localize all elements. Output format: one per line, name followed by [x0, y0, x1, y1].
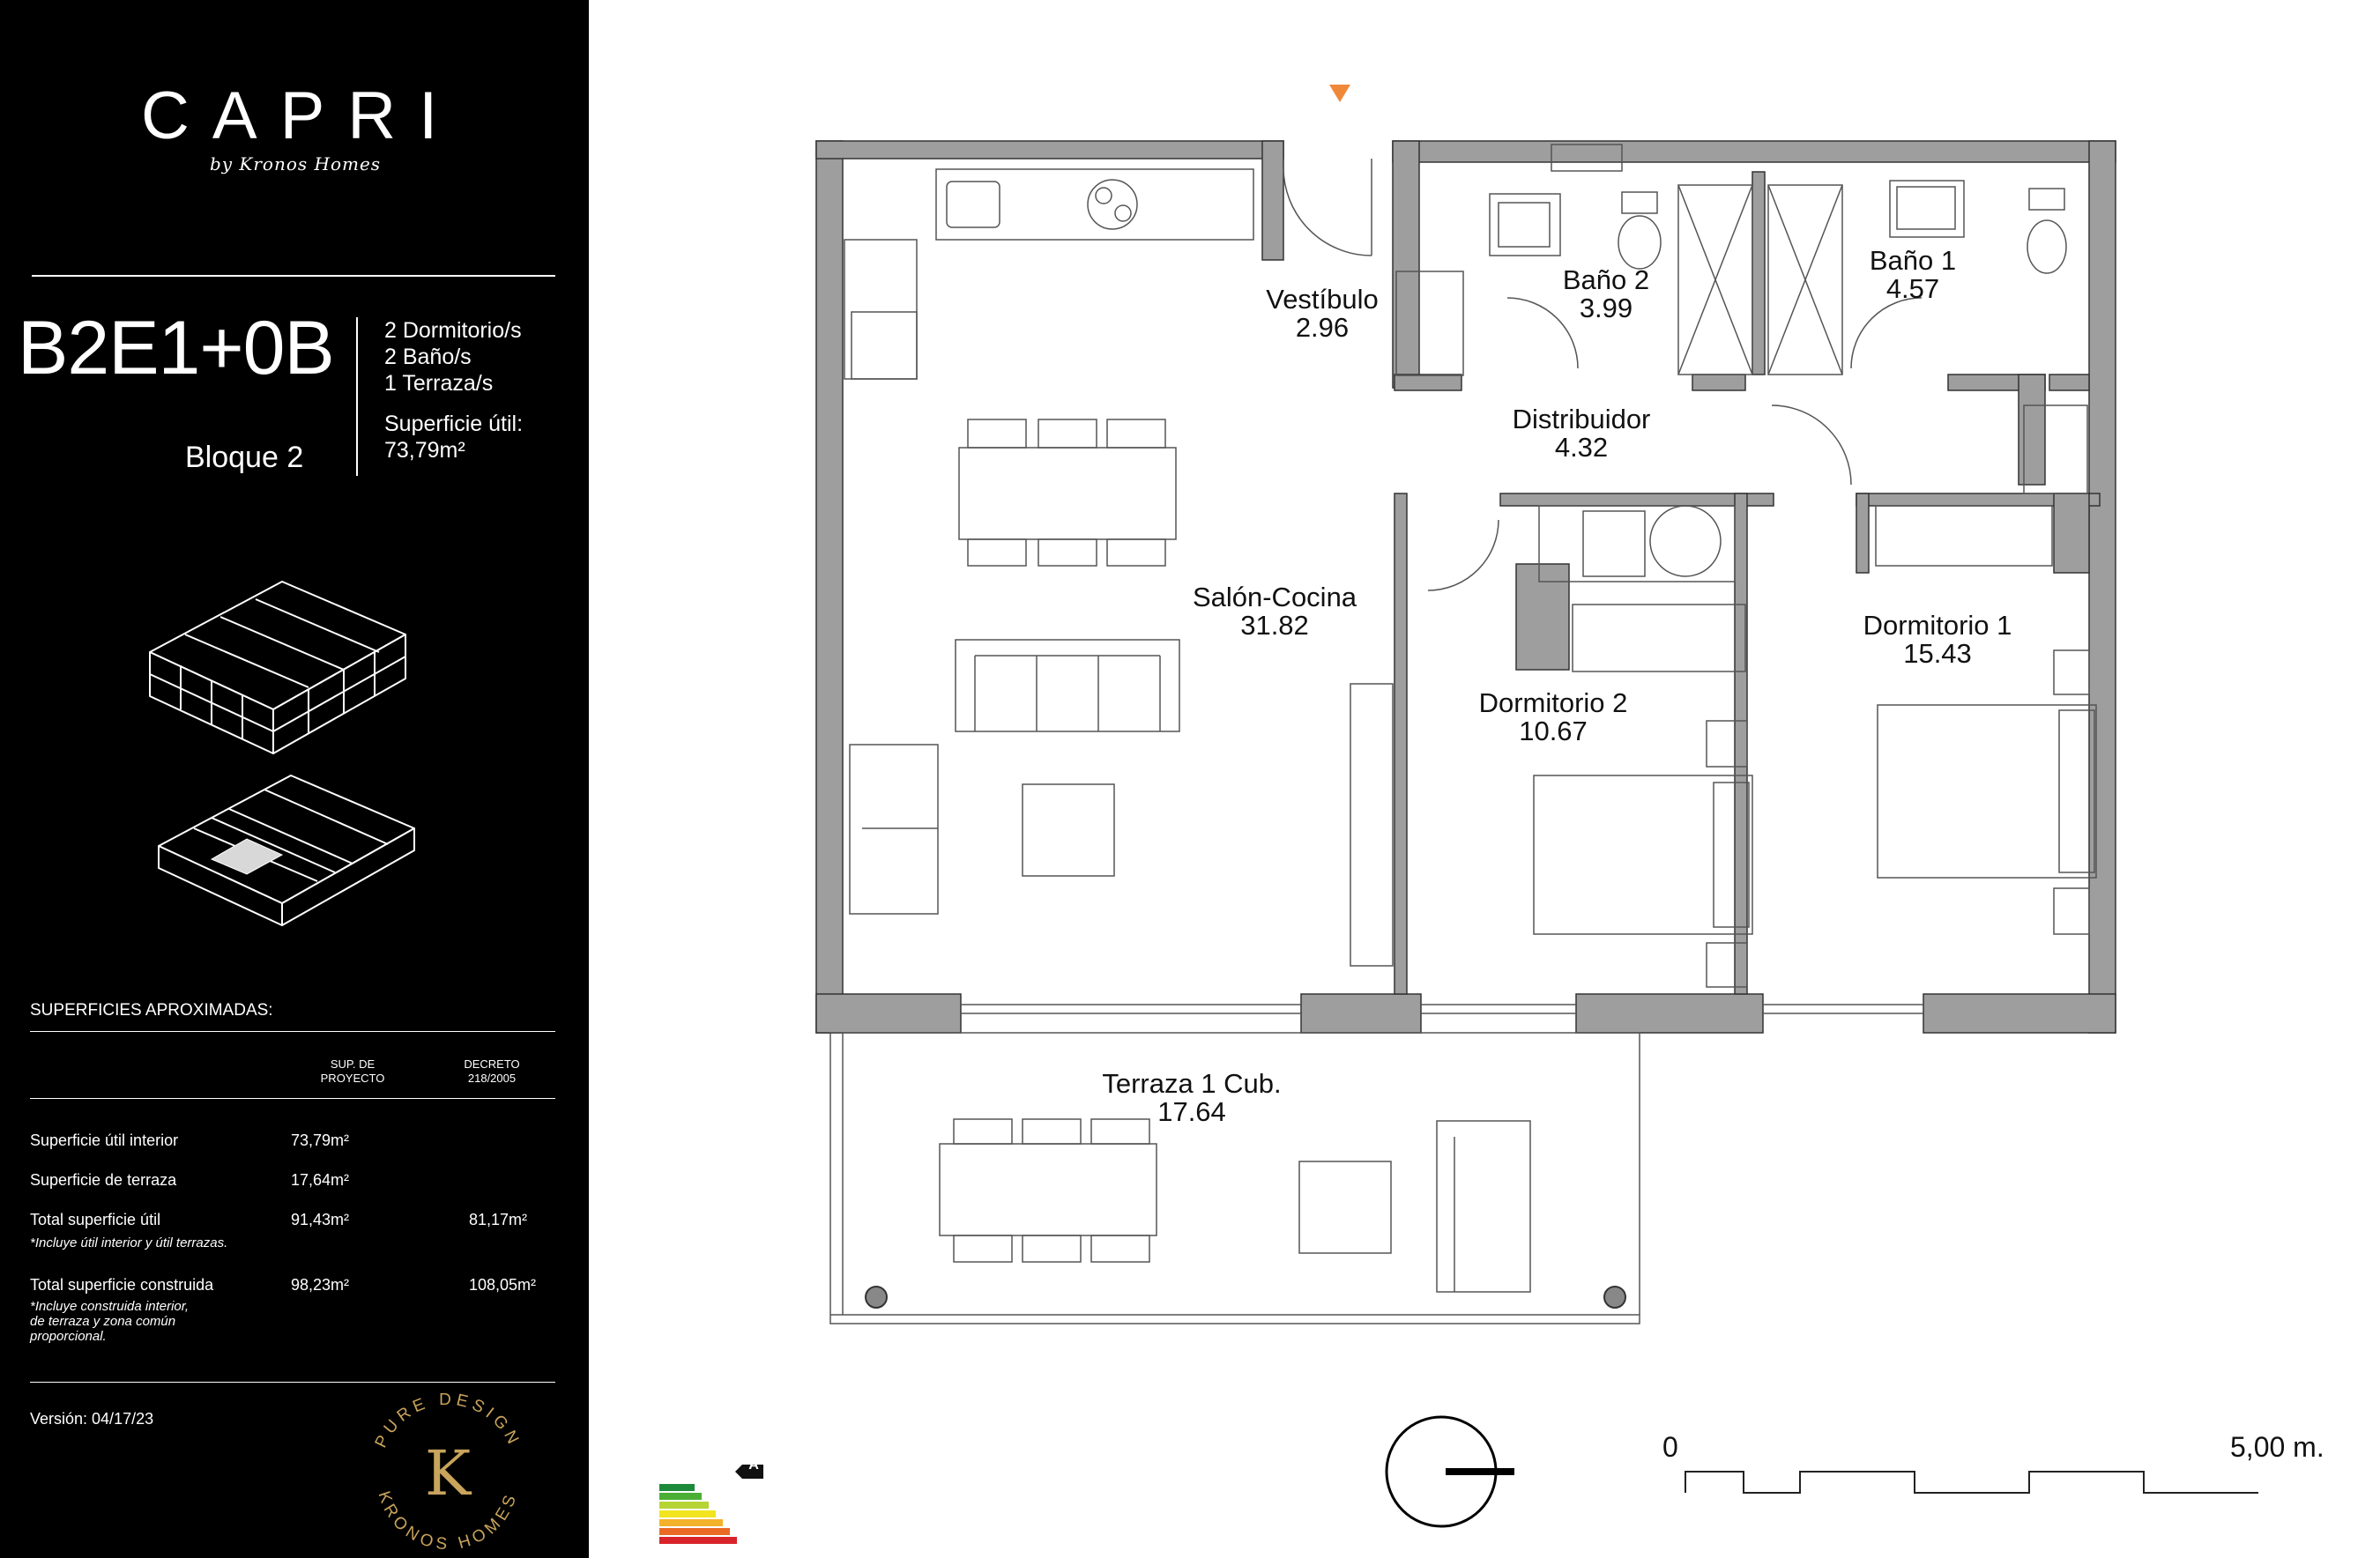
room-area: 4.32	[1554, 432, 1609, 463]
room-vestibulo: Vestíbulo 2.96	[1266, 286, 1379, 342]
room-area: 31.82	[1240, 610, 1309, 641]
row-decreto: 108,05m²	[469, 1276, 537, 1294]
superficie-label: Superficie útil:	[384, 412, 524, 436]
room-dormitorio-2: Dormitorio 2 10.67	[1479, 689, 1628, 746]
unit-divider	[356, 317, 358, 476]
room-name: Distribuidor	[1512, 404, 1651, 434]
row-label: Superficie de terraza	[30, 1171, 177, 1189]
energy-rating-chart	[659, 1465, 763, 1544]
room-area: 2.96	[1295, 312, 1350, 343]
room-name: Baño 2	[1562, 264, 1650, 295]
entrance-marker	[1329, 85, 1350, 102]
room-name: Dormitorio 1	[1863, 610, 2012, 641]
divider-bottom	[30, 1382, 555, 1383]
unit-highlight	[210, 838, 284, 875]
bloque-label: Bloque 2	[185, 441, 304, 474]
row-proyecto: 98,23m²	[291, 1276, 350, 1294]
row-label: Total superficie útil	[30, 1211, 161, 1228]
row-label: Total superficie construida	[30, 1276, 214, 1294]
floor-plan: A 0 5,00 m. Vestíbulo 2.96 Baño 2 3.99 B…	[589, 0, 2380, 1558]
room-bano-1: Baño 1 4.57	[1870, 247, 1956, 303]
room-bano-2: Baño 2 3.99	[1563, 266, 1649, 323]
row-proyecto: 17,64m²	[291, 1171, 350, 1189]
capri-logo: CAPRI by Kronos Homes	[141, 81, 450, 187]
divider-surfaces	[30, 1031, 555, 1032]
brand-byline: by Kronos Homes	[209, 153, 382, 174]
row-decreto: 81,17m²	[469, 1211, 528, 1228]
feature-dormitorios: 2 Dormitorio/s	[384, 318, 522, 343]
brand-name: CAPRI	[141, 78, 461, 153]
info-sidebar: CAPRI by Kronos Homes B2E1+0B Bloque 2 2…	[0, 0, 589, 1558]
divider-top	[32, 275, 555, 277]
unit-code: B2E1+0B	[18, 306, 335, 390]
room-dormitorio-1: Dormitorio 1 15.43	[1863, 612, 2012, 668]
room-area: 17.64	[1157, 1096, 1226, 1127]
row-label: Superficie útil interior	[30, 1131, 179, 1149]
scale-start-label: 0	[1662, 1431, 1678, 1463]
row-proyecto: 91,43m²	[291, 1211, 350, 1228]
superficie-value: 73,79m²	[384, 438, 465, 463]
row-proyecto: 73,79m²	[291, 1131, 350, 1149]
scale-bar	[1685, 1471, 2258, 1494]
scale-end-label: 5,00 m.	[2230, 1431, 2324, 1463]
unit-features: 2 Dormitorio/s 2 Baño/s 1 Terraza/s Supe…	[384, 317, 523, 464]
room-area: 4.57	[1885, 273, 1940, 304]
divider-header	[30, 1098, 555, 1099]
room-area: 10.67	[1519, 716, 1588, 746]
room-name: Dormitorio 2	[1478, 687, 1628, 718]
kronos-seal-logo: PURE DESIGN KRONOS HOMES K	[372, 1391, 520, 1554]
room-name: Vestíbulo	[1266, 284, 1379, 315]
surfaces-title: SUPERFICIES APROXIMADAS:	[30, 1001, 273, 1020]
feature-banos: 2 Baño/s	[384, 345, 472, 369]
col-header-decreto: DECRETO 218/2005	[464, 1057, 520, 1085]
room-terraza: Terraza 1 Cub. 17.64	[1102, 1070, 1281, 1126]
room-area: 3.99	[1579, 293, 1633, 323]
col-header-proyecto: SUP. DE PROYECTO	[320, 1057, 385, 1085]
row-note: *Incluye construida interior, de terraza…	[30, 1299, 190, 1344]
floor-plan-drawing	[659, 85, 2258, 1544]
version-label: Versión: 04/17/23	[30, 1410, 154, 1428]
room-name: Baño 1	[1869, 245, 1957, 276]
svg-text:K: K	[425, 1437, 472, 1510]
room-distribuidor: Distribuidor 4.32	[1513, 405, 1651, 462]
energy-rating-letter: A	[748, 1458, 759, 1473]
isometric-block-diagram	[149, 581, 415, 926]
row-note: *Incluye útil interior y útil terrazas.	[30, 1235, 228, 1250]
compass-icon	[1385, 1415, 1514, 1528]
room-name: Terraza 1 Cub.	[1102, 1068, 1282, 1099]
room-area: 15.43	[1903, 638, 1972, 669]
room-name: Salón-Cocina	[1192, 582, 1357, 612]
feature-terrazas: 1 Terraza/s	[384, 371, 494, 396]
room-salon-cocina: Salón-Cocina 31.82	[1193, 583, 1357, 640]
